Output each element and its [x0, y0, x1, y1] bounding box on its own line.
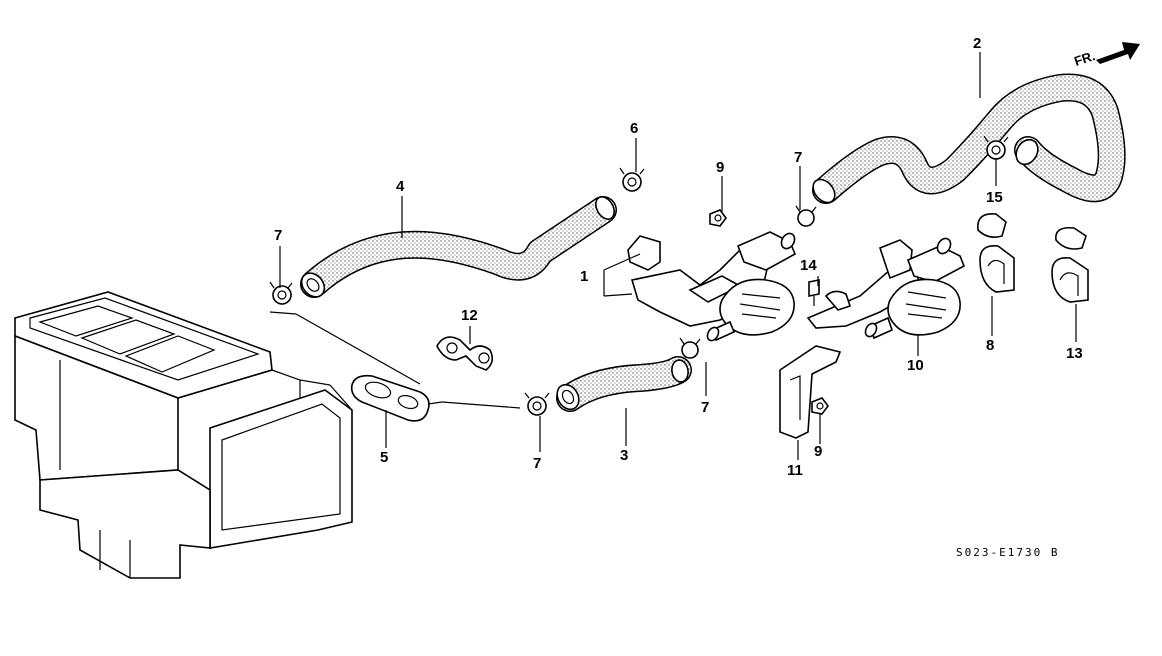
- callout-9-lower: 9: [814, 443, 822, 460]
- hose-holder-13: [1051, 226, 1089, 303]
- callout-9-upper: 9: [716, 159, 724, 176]
- hose-3: [556, 356, 692, 412]
- callout-14: 14: [800, 257, 817, 274]
- heater-unit: [14, 291, 353, 579]
- callout-10: 10: [907, 357, 924, 374]
- callout-2: 2: [973, 35, 981, 52]
- bolt-14: [808, 279, 820, 306]
- hose-4: [300, 196, 617, 298]
- hose-clamp-7a: [269, 281, 293, 305]
- callout-labels: 1 2 3 4 5 6 7 7 7 7 8 9 9 10 11 12 13 14…: [274, 35, 1083, 479]
- hose-2: [812, 73, 1126, 204]
- front-direction-indicator: FR.: [1072, 42, 1140, 69]
- front-arrow-icon: [1096, 42, 1140, 64]
- callout-7-center: 7: [701, 399, 709, 416]
- callout-15: 15: [986, 189, 1003, 206]
- diagram-reference-code: S023-E1730 B: [956, 546, 1059, 559]
- heater-valve-10: [806, 237, 966, 340]
- callout-4: 4: [396, 178, 405, 195]
- valve-bracket-11: [779, 345, 842, 439]
- hose-clip-12: [436, 336, 494, 371]
- callout-11: 11: [787, 462, 803, 479]
- callout-7-bottom: 7: [533, 455, 541, 472]
- callout-3: 3: [620, 447, 628, 464]
- hose-clamp-7d: [795, 205, 817, 227]
- callout-5: 5: [380, 449, 388, 466]
- nut-9-lower: [811, 397, 829, 415]
- front-label: FR.: [1072, 48, 1097, 69]
- callout-1: 1: [580, 268, 588, 285]
- hose-clamp-6: [619, 167, 645, 192]
- pipe-seal-grommet: [350, 374, 443, 422]
- hose-holder-8: [977, 213, 1015, 293]
- heater-valve-assembly: [627, 231, 797, 342]
- callout-12: 12: [461, 307, 478, 324]
- callout-7-left: 7: [274, 227, 282, 244]
- callout-7-right: 7: [794, 149, 802, 166]
- hose-clamp-7c: [679, 337, 701, 359]
- leader-lines: [269, 52, 1077, 460]
- nut-9-upper: [709, 209, 727, 227]
- hose-clamp-7b: [524, 392, 550, 416]
- callout-8: 8: [986, 337, 994, 354]
- callout-13: 13: [1066, 345, 1083, 362]
- callout-6: 6: [630, 120, 638, 137]
